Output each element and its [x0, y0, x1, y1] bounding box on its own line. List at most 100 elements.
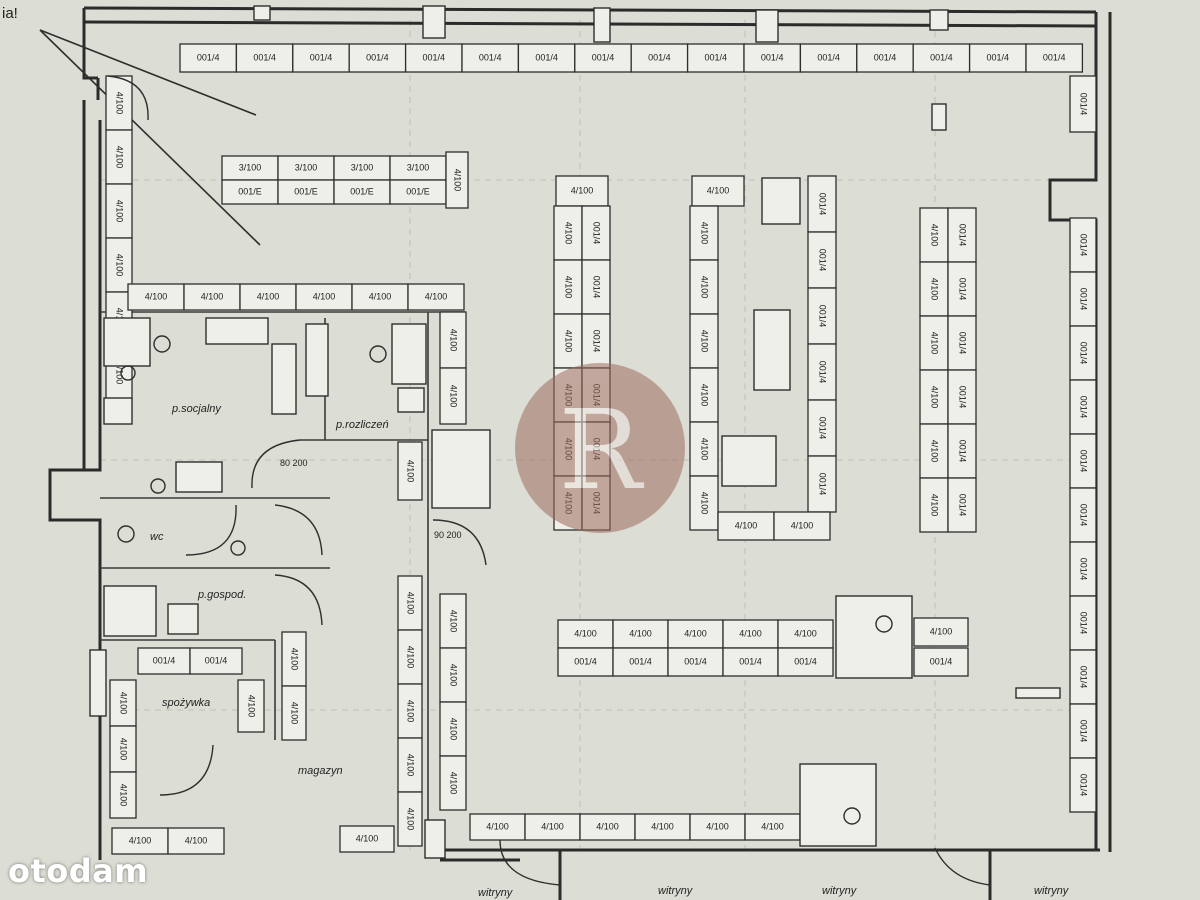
shelf-top-row-12: 001/4	[856, 43, 914, 73]
shelf-left-col-0-label: 4/100	[115, 92, 125, 115]
shelf-small-bottom-2: 001/E	[333, 179, 391, 205]
shelf-right-col-2-label: 001/4	[1079, 342, 1089, 365]
shelf-g1-head-label: 4/100	[571, 185, 594, 195]
room-label-food: spożywka	[162, 697, 210, 709]
shelf-g2-left-1: 4/100	[689, 259, 719, 315]
shelf-g3-left-4: 4/100	[919, 423, 949, 479]
svg-text:R: R	[559, 386, 645, 514]
shelf-top-row-2: 001/4	[292, 43, 350, 73]
shelf-g3-right-1-label: 001/4	[958, 278, 968, 301]
shelf-top-row-12-label: 001/4	[874, 52, 897, 62]
shelf-front-row-0-label: 4/100	[486, 821, 509, 831]
equipment	[103, 103, 1061, 847]
shelf-front-row-1-label: 4/100	[541, 821, 564, 831]
shelf-g1-left-0: 4/100	[553, 205, 583, 261]
shelf-small-top-2-label: 3/100	[351, 162, 374, 172]
shelf-g1-left-2-label: 4/100	[564, 330, 574, 353]
shelf-g2-left-5-label: 4/100	[700, 492, 710, 515]
shelf-g2-right-1: 001/4	[807, 231, 837, 289]
shelf-g2-right-5: 001/4	[807, 455, 837, 513]
shelf-wh-c-1: 4/100	[281, 685, 307, 741]
shelf-wh-b-0-label: 4/100	[449, 610, 459, 633]
shelf-bottom-top-0-label: 4/100	[574, 628, 597, 638]
shelf-social-top-3-label: 4/100	[313, 291, 336, 301]
shelf-top-row-2-label: 001/4	[310, 52, 333, 62]
shelf-social-right-0-label: 4/100	[449, 329, 459, 352]
shelf-left-col-0: 4/100	[105, 75, 133, 131]
shelf-g1-left-0-label: 4/100	[564, 222, 574, 245]
shelf-social-top-4: 4/100	[351, 283, 409, 311]
shelf-g3-left-5: 4/100	[919, 477, 949, 533]
shelf-top-row-4-label: 001/4	[423, 52, 446, 62]
shelf-top-row-0: 001/4	[179, 43, 238, 73]
shelf-bottom-top-1: 4/100	[612, 619, 669, 649]
shelf-g3-right-0: 001/4	[947, 207, 977, 263]
shelf-g3-right-3-label: 001/4	[958, 386, 968, 409]
shelf-bottom-bottom-3-label: 001/4	[739, 656, 762, 666]
shelf-small-top-3: 3/100	[389, 155, 447, 181]
shelf-small-bottom-1-label: 001/E	[294, 186, 318, 196]
shelf-bottom-top-3: 4/100	[722, 619, 779, 649]
shelf-small-top-0: 3/100	[221, 155, 279, 181]
shelf-front-row-1: 4/100	[524, 813, 581, 841]
shelf-g2-right-5-label: 001/4	[818, 473, 828, 496]
shelf-wh-a-4: 4/100	[397, 791, 423, 847]
shelf-food-top-1-label: 001/4	[205, 655, 228, 665]
shelf-g2-left-2-label: 4/100	[700, 330, 710, 353]
window-label-3: witryny	[822, 885, 858, 897]
annotation-leaders	[39, 29, 261, 246]
shelf-g2-foot-0-label: 4/100	[735, 520, 758, 530]
shelf-bottom-bottom-0: 001/4	[557, 647, 614, 677]
window-label-2: witryny	[658, 885, 694, 897]
shelf-right-top-0-label: 001/4	[1079, 93, 1089, 116]
shelf-g2-foot-1-label: 4/100	[791, 520, 814, 530]
shelf-g3-left-0-label: 4/100	[930, 224, 940, 247]
shelf-left-col-3: 4/100	[105, 237, 133, 293]
shelf-top-row-9-label: 001/4	[705, 52, 728, 62]
shelf-g3-left-3: 4/100	[919, 369, 949, 425]
shelf-g3-right-3: 001/4	[947, 369, 977, 425]
shelf-g3-right-5: 001/4	[947, 477, 977, 533]
shelf-bottom-bottom-4: 001/4	[777, 647, 834, 677]
shelf-g3-left-4-label: 4/100	[930, 440, 940, 463]
shelf-g3-left-2: 4/100	[919, 315, 949, 371]
shelf-front-row-3: 4/100	[634, 813, 691, 841]
shelf-g2-left-4: 4/100	[689, 421, 719, 477]
shelf-left-col-1: 4/100	[105, 129, 133, 185]
shelf-g1-left-1-label: 4/100	[564, 276, 574, 299]
room-label-utility: p.gospod.	[197, 589, 246, 601]
shelf-g2-left-2: 4/100	[689, 313, 719, 369]
shelf-small-top-2: 3/100	[333, 155, 391, 181]
door-dim-b: 90 200	[434, 530, 462, 540]
shelf-wh-a-3: 4/100	[397, 737, 423, 793]
shelf-right-col-10-label: 001/4	[1079, 774, 1089, 797]
shelf-right-col-9-label: 001/4	[1079, 720, 1089, 743]
shelf-small-bottom-0: 001/E	[221, 179, 279, 205]
shelf-bottom-top-3-label: 4/100	[739, 628, 762, 638]
shelf-top-row-15: 001/4	[1025, 43, 1084, 73]
shelf-front-row-4-label: 4/100	[706, 821, 729, 831]
shelf-wh-bottom-b: 4/100	[339, 825, 395, 853]
shelf-right-col-5: 001/4	[1069, 487, 1097, 543]
shelf-top-row-1: 001/4	[235, 43, 294, 73]
shelf-g2-foot-0: 4/100	[717, 511, 775, 541]
shelf-wh-a-2: 4/100	[397, 683, 423, 739]
shelf-g2-right-1-label: 001/4	[818, 249, 828, 272]
shelf-g1-right-0: 001/4	[581, 205, 611, 261]
shelf-right-col-5-label: 001/4	[1079, 504, 1089, 527]
shelf-food-left-1-label: 4/100	[119, 738, 129, 761]
shelf-top-row-13: 001/4	[912, 43, 971, 73]
shelf-g3-left-1-label: 4/100	[930, 278, 940, 301]
shelf-g1-right-2: 001/4	[581, 313, 611, 369]
shelf-bottom-top-4: 4/100	[777, 619, 834, 649]
shelf-social-top-0: 4/100	[127, 283, 185, 311]
shelf-bottom-bottom-3: 001/4	[722, 647, 779, 677]
shelf-g1-right-1-label: 001/4	[592, 276, 602, 299]
shelf-front-row-5-label: 4/100	[761, 821, 784, 831]
shelf-right-col-6: 001/4	[1069, 541, 1097, 597]
shelf-right-col-4-label: 001/4	[1079, 450, 1089, 473]
shelf-food-left-2-label: 4/100	[119, 784, 129, 807]
shelf-left-col-2: 4/100	[105, 183, 133, 239]
shelf-g2-right-0-label: 001/4	[818, 193, 828, 216]
corner-text: ia!	[2, 5, 18, 22]
